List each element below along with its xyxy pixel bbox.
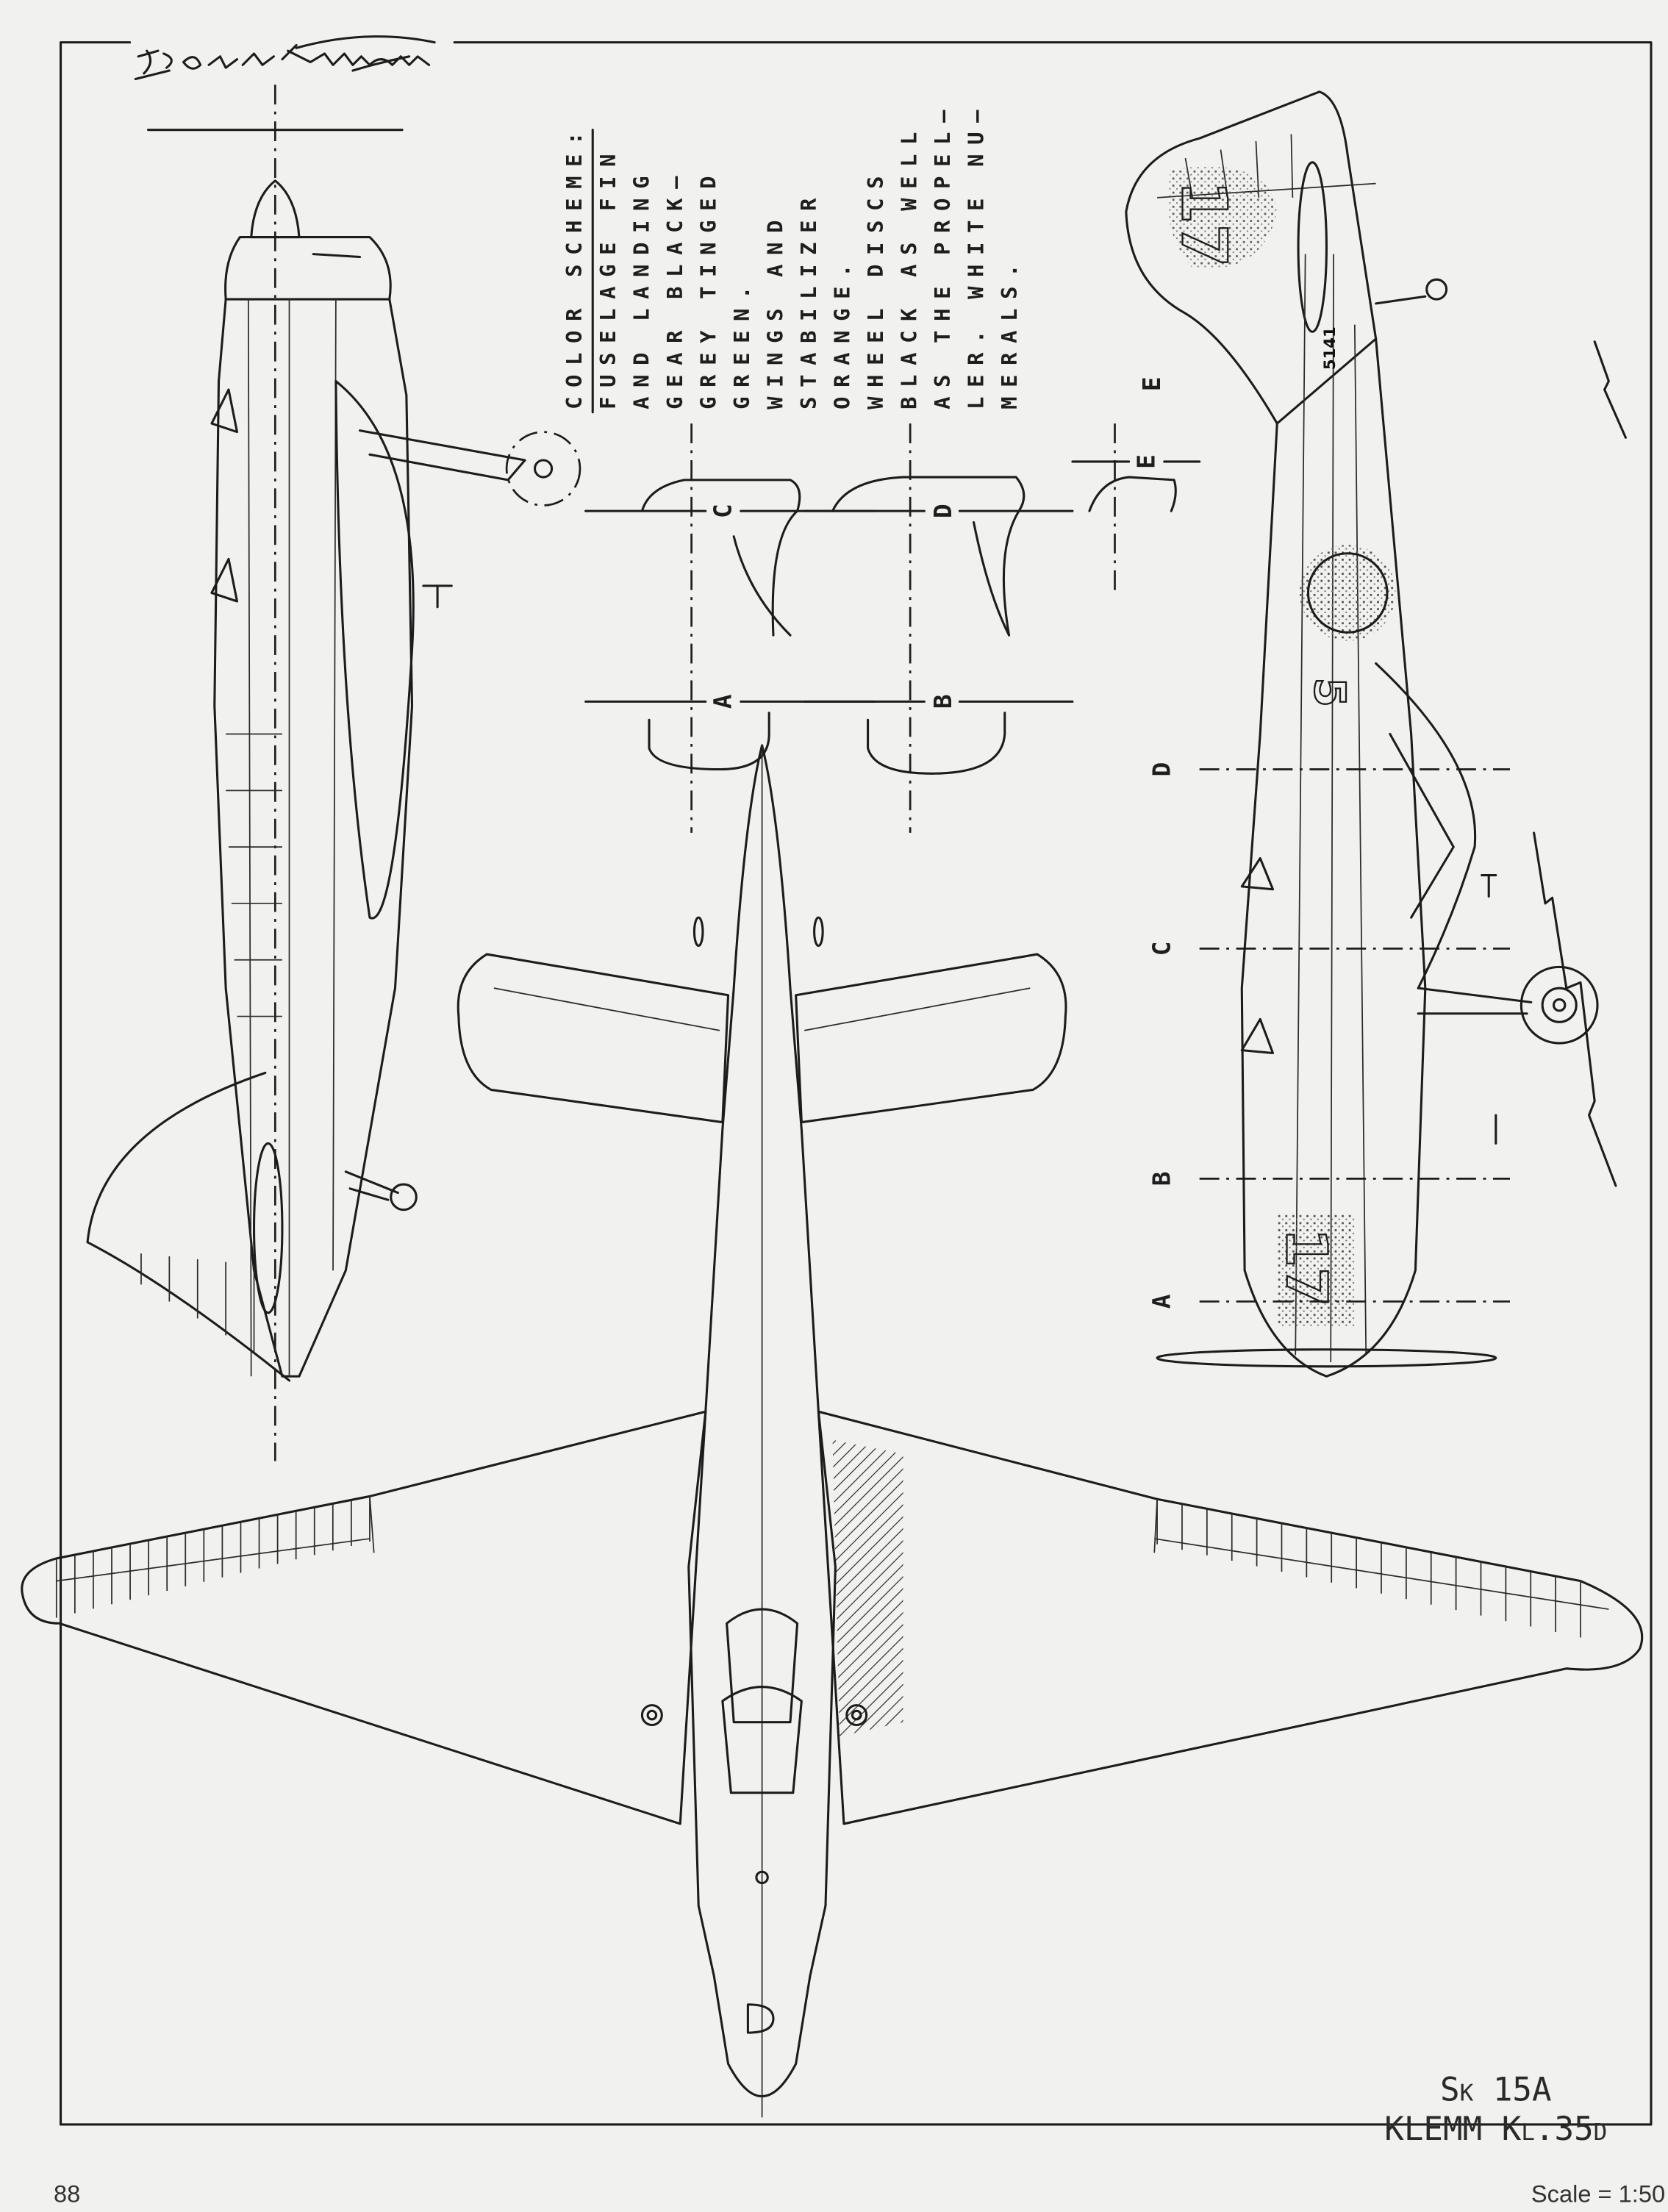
section-label: E [1132,454,1160,469]
tail-wheel [390,1183,418,1211]
frame-right-bottom [60,41,1653,2126]
section-label: E [1138,376,1166,391]
color-scheme-line: BLACK AS WELL [896,123,921,409]
section-label: A [709,694,737,709]
front-cockpit [726,1608,799,1724]
main-gear-leg [358,429,526,482]
left-stabilizer [457,953,730,1124]
color-scheme-line: AND LANDING [629,167,654,409]
rear-cockpit [721,1686,803,1794]
section-label: A [1148,1294,1175,1309]
section-label: C [1148,942,1175,956]
section-label: C [709,504,737,518]
plan-view [21,744,1644,2118]
color-scheme-line: GREEN. [729,277,754,409]
page-number: 88 [54,2180,80,2208]
serial-number: 5141 [1320,326,1339,370]
fuselage-numeral: 5 [1305,678,1354,707]
scale-label: Scale = 1:50 [1531,2180,1665,2208]
signature [134,35,436,81]
cowling [224,236,392,301]
section-label: B [1148,1172,1175,1186]
color-scheme-line: WINGS AND [762,211,787,409]
color-scheme-line: AS THE PROPEL– [930,101,955,409]
color-scheme: COLOR SCHEME: FUSELAGE FIN AND LANDING GEA… [562,101,1022,414]
main-wheel [505,431,581,507]
left-wing [21,1410,707,1825]
section-label: B [929,695,957,709]
section-label: D [1148,762,1175,777]
fuselage-outline-right [1240,337,1427,1378]
color-scheme-line: ORANGE. [829,255,854,409]
wing-section [334,379,415,920]
tail-wheel-right [1425,278,1448,301]
canopy [1375,662,1477,989]
frame-left-top [60,41,132,2126]
side-view-left [86,85,581,1461]
color-scheme-heading: COLOR SCHEME: [562,123,587,409]
fuselage-outline [213,298,414,1378]
side-view-right: 17 5141 5 17 [1125,90,1627,1378]
color-scheme-line: MERALS. [997,255,1022,409]
fin-numeral: 17 [1168,181,1240,268]
right-wing [817,1410,1644,1825]
roundel [1306,552,1389,634]
color-scheme-line: GREY TINGED [695,167,720,409]
right-stabilizer [795,953,1067,1124]
color-scheme-line: LER. WHITE NU– [963,101,988,409]
color-scheme-line: GEAR BLACK– [662,167,687,409]
aircraft-designation: Sk 15A [1440,2071,1552,2108]
propeller-arc [1533,831,1617,1187]
propeller [1156,1348,1497,1368]
vertical-fin-right [1125,90,1378,425]
nose-numeral: 17 [1273,1228,1339,1307]
flap-hatching [832,1439,903,1736]
aircraft-model: KLEMM Kl.35d [1384,2111,1607,2148]
color-scheme-line: WHEEL DISCS [863,167,888,409]
main-wheel-right [1520,965,1599,1045]
color-scheme-line: FUSELAGE FIN [595,145,620,409]
color-scheme-line: STABILIZER [796,189,821,409]
vertical-fin [86,1071,291,1382]
section-label: D [929,504,957,518]
cross-sections [584,423,1201,833]
drawing-frame [60,41,1653,2126]
